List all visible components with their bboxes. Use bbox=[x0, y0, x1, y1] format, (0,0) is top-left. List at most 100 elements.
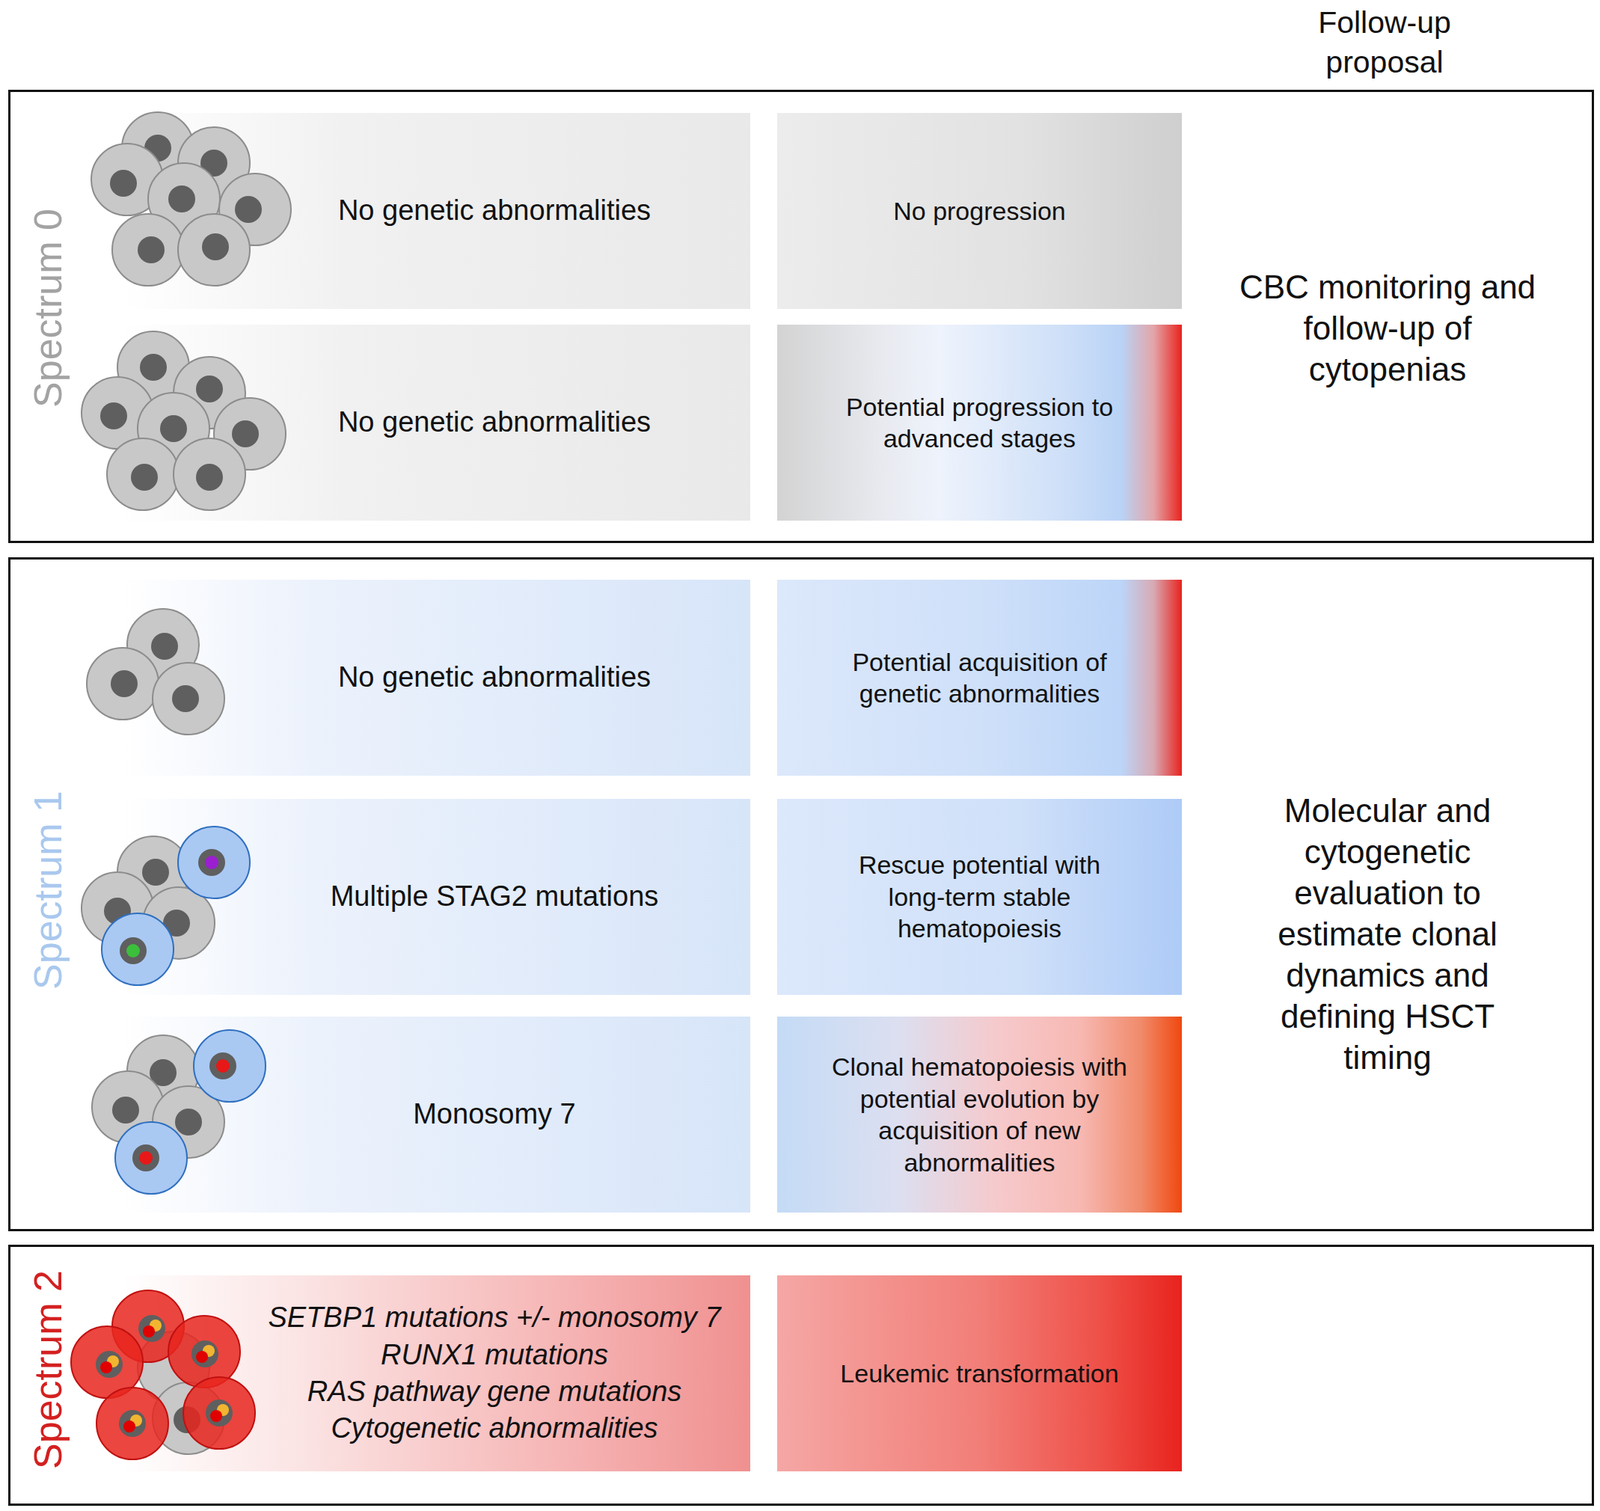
cell-nucleus bbox=[195, 463, 223, 491]
cell-nucleus bbox=[198, 848, 226, 876]
cell bbox=[219, 173, 291, 246]
band-text: No genetic abnormalities bbox=[338, 404, 651, 441]
spectrum-panel: SETBP1 mutations +/- monosomy 7RUNX1 mut… bbox=[8, 1244, 1595, 1506]
band-text: Potential progression to advanced stages bbox=[822, 391, 1137, 455]
cell-nucleus bbox=[175, 1108, 202, 1136]
band-text: No progression bbox=[893, 195, 1066, 228]
cell bbox=[86, 647, 159, 720]
cell bbox=[148, 163, 220, 235]
spectrum-label: Spectrum 1 bbox=[23, 790, 73, 990]
mutation-dot bbox=[142, 1325, 155, 1338]
cell bbox=[178, 213, 250, 286]
spectrum-panel: No genetic abnormalitiesNo progressionNo… bbox=[8, 89, 1595, 544]
band-text: SETBP1 mutations +/- monosomy 7 bbox=[267, 1299, 721, 1336]
cell-nucleus bbox=[144, 134, 172, 162]
cell bbox=[152, 662, 225, 735]
band-text: Monosomy 7 bbox=[412, 1096, 576, 1133]
mutation-dot bbox=[139, 1151, 153, 1165]
cell-nucleus bbox=[173, 1406, 201, 1434]
gradient-band: Rescue potential with long-term stable h… bbox=[777, 798, 1182, 995]
gradient-band: Potential progression to advanced stages bbox=[777, 324, 1182, 521]
cell-nucleus bbox=[149, 1059, 177, 1087]
band-text: Rescue potential with long-term stable h… bbox=[837, 848, 1123, 945]
cell bbox=[127, 608, 199, 681]
mutation-dot bbox=[100, 1361, 113, 1374]
cell bbox=[142, 887, 215, 959]
mutation-dot bbox=[202, 1344, 215, 1357]
cell-nucleus bbox=[118, 1410, 146, 1437]
cell-nucleus bbox=[163, 909, 190, 937]
cell-nucleus bbox=[100, 402, 128, 430]
follow-up-text: Molecular and cytogenetic evaluation to … bbox=[1256, 789, 1519, 1078]
cell-nucleus bbox=[172, 685, 199, 713]
cell bbox=[173, 438, 246, 511]
cell-nucleus bbox=[160, 415, 188, 443]
cell-nucleus bbox=[142, 858, 170, 886]
cell bbox=[121, 112, 194, 185]
gradient-band: No genetic abnormalities bbox=[122, 579, 751, 776]
band-text: Clonal hematopoiesis with potential evol… bbox=[800, 1050, 1160, 1179]
spectrum-label: Spectrum 2 bbox=[23, 1270, 73, 1470]
mutant-cell bbox=[101, 913, 174, 986]
cell bbox=[91, 143, 164, 216]
cell bbox=[92, 1071, 164, 1143]
cell-nucleus bbox=[168, 185, 196, 213]
cell-nucleus bbox=[191, 1340, 219, 1368]
cell bbox=[152, 1086, 225, 1158]
cell-nucleus bbox=[112, 1096, 140, 1124]
cell-nucleus bbox=[95, 1350, 123, 1378]
mutation-dot bbox=[195, 1350, 208, 1363]
spectrum-label: Spectrum 0 bbox=[23, 208, 73, 408]
cell-nucleus bbox=[132, 1144, 160, 1172]
cell-nucleus bbox=[234, 195, 262, 223]
cell-nucleus bbox=[137, 236, 165, 264]
leukemic-cell bbox=[96, 1387, 169, 1460]
cell-nucleus bbox=[195, 375, 223, 403]
mutation-dot bbox=[204, 855, 219, 870]
cell-nucleus bbox=[151, 632, 179, 660]
cell-nucleus bbox=[110, 670, 138, 698]
spectrum-panel: No genetic abnormalities Potential acquis… bbox=[8, 557, 1595, 1232]
band-text: Cytogenetic abnormalities bbox=[330, 1410, 658, 1447]
band-text: RUNX1 mutations bbox=[380, 1336, 609, 1374]
gradient-band: Multiple STAG2 mutations bbox=[122, 798, 751, 995]
cell-nucleus bbox=[109, 169, 137, 197]
mutation-dot bbox=[130, 1414, 143, 1427]
gradient-band: Leukemic transformation bbox=[777, 1275, 1182, 1472]
mutant-cell bbox=[115, 1122, 188, 1194]
cell-cluster bbox=[81, 331, 286, 511]
cell-cluster bbox=[86, 608, 225, 735]
band-text: Leukemic transformation bbox=[840, 1357, 1119, 1390]
cell bbox=[152, 1382, 225, 1455]
mutant-cell bbox=[178, 826, 250, 899]
band-text: Multiple STAG2 mutations bbox=[330, 878, 659, 915]
cell bbox=[112, 213, 185, 286]
band-text: No genetic abnormalities bbox=[338, 192, 651, 229]
leukemic-cell bbox=[168, 1315, 241, 1388]
gradient-band: Potential acquisition of genetic abnorma… bbox=[777, 579, 1182, 776]
mutation-dot bbox=[126, 943, 140, 958]
cell-cluster bbox=[91, 112, 291, 286]
cell-nucleus bbox=[209, 1052, 237, 1080]
cell-cluster bbox=[71, 1290, 256, 1460]
cell-cluster bbox=[81, 826, 250, 986]
cell-nucleus bbox=[201, 233, 229, 261]
cell bbox=[81, 376, 154, 449]
cell bbox=[173, 356, 246, 429]
mutation-dot bbox=[210, 1410, 223, 1422]
cell bbox=[117, 836, 190, 909]
leukemic-cell bbox=[112, 1290, 185, 1363]
mutation-dot bbox=[123, 1420, 136, 1433]
cell bbox=[81, 872, 154, 944]
cell-cluster bbox=[92, 1030, 266, 1194]
cell bbox=[213, 397, 286, 470]
cell-nucleus bbox=[200, 149, 228, 177]
gradient-band: No progression bbox=[777, 112, 1182, 309]
band-text: Potential acquisition of genetic abnorma… bbox=[822, 646, 1137, 710]
band-text: No genetic abnormalities bbox=[338, 659, 651, 696]
band-text: RAS pathway gene mutations bbox=[307, 1373, 683, 1411]
gradient-band: SETBP1 mutations +/- monosomy 7RUNX1 mut… bbox=[122, 1275, 751, 1472]
gradient-band: Monosomy 7 bbox=[122, 1016, 751, 1213]
